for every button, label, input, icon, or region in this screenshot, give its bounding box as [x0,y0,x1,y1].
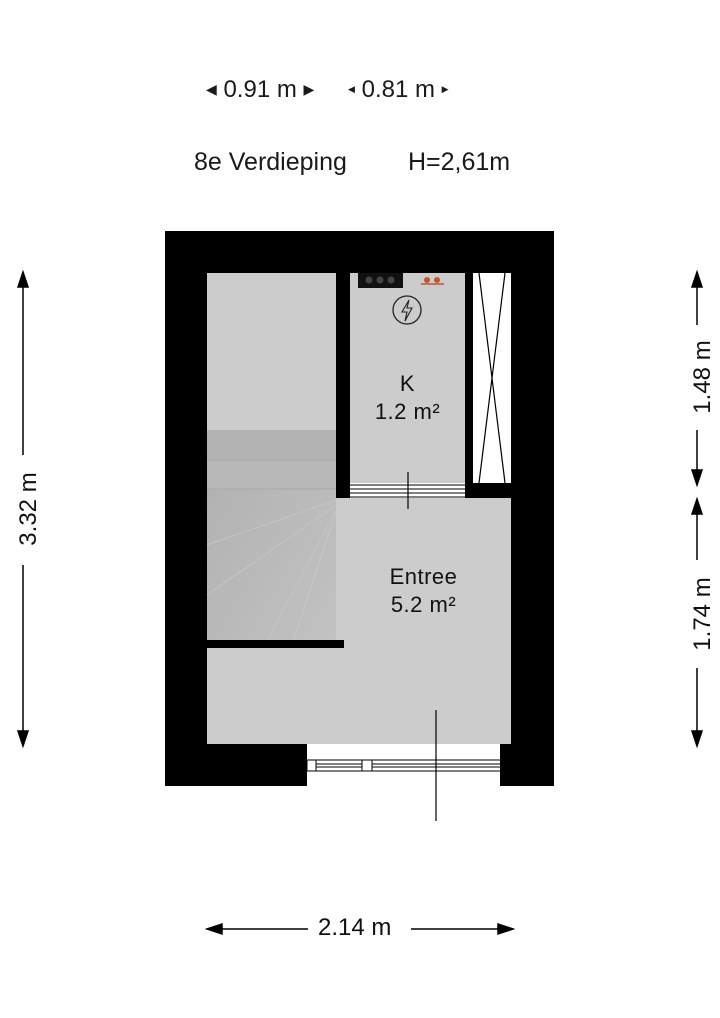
electric-meter-icon [358,273,403,288]
top-dimension-2-label: 0.81 m [361,76,435,103]
dimension-right [690,269,704,749]
dimension-bottom-label: 2.14 m [310,914,400,942]
top-dimension-2: ◀ 0.81 m ▶ [348,76,449,104]
room-k-door [350,472,465,509]
stair-landing-wall [207,640,344,648]
room-k-floor [350,273,465,498]
dimension-left [16,269,30,749]
arrow-left-icon: ◀ [206,81,217,97]
stair-icon [206,430,337,646]
heating-pipes-icon [421,277,444,285]
top-dimension-1-label: 0.91 m [223,76,297,103]
arrow-left-icon: ◀ [348,84,355,94]
ceiling-height: H=2,61m [408,148,511,176]
front-door [306,710,500,821]
dimension-left-label: 3.32 m [15,463,43,555]
shaft-void-icon [473,272,511,484]
top-dimension-1: ◀ 0.91 m ▶ [206,76,314,104]
room-entree-label: Entree 5.2 m² [336,563,511,619]
arrow-right-icon: ▶ [303,81,315,97]
floor-name: 8e Verdieping [194,148,347,176]
dimension-right-lower-label: 1.74 m [689,568,717,660]
arrow-right-icon: ▶ [441,84,449,94]
electricity-icon [392,295,422,325]
dimension-bottom [204,922,516,936]
dimension-right-upper-label: 1.48 m [689,331,717,423]
room-k-label: K 1.2 m² [350,370,465,426]
entree-lower-floor [207,645,511,744]
room-entree-area: 5.2 m² [390,592,457,617]
room-entree-name: Entree [389,564,458,589]
room-k-area: 1.2 m² [374,399,441,424]
room-k-name: K [399,371,416,396]
